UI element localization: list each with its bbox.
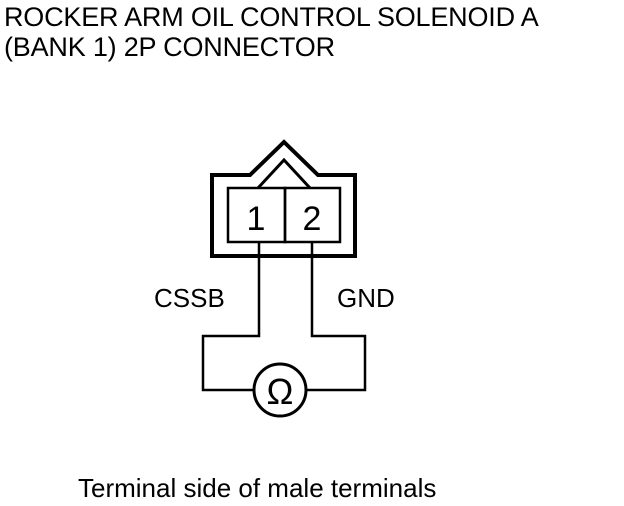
- terminal-1-signal-label: CSSB: [154, 283, 225, 313]
- diagram-caption: Terminal side of male terminals: [78, 473, 437, 503]
- connector-housing: [210, 139, 357, 258]
- title-line-2: (BANK 1) 2P CONNECTOR: [4, 32, 335, 62]
- terminal-2-signal-label: GND: [337, 283, 395, 313]
- diagram-title: ROCKER ARM OIL CONTROL SOLENOID A (BANK …: [4, 2, 539, 62]
- terminal-number-2: 2: [303, 200, 322, 238]
- terminal-number-1: 1: [247, 200, 266, 238]
- test-lead-terminal-2: [306, 242, 367, 392]
- ohm-symbol: Ω: [267, 371, 294, 412]
- test-lead-terminal-1: [201, 242, 261, 392]
- title-line-1: ROCKER ARM OIL CONTROL SOLENOID A: [4, 2, 539, 32]
- connector-lock-tab: [256, 157, 312, 190]
- ohmmeter-icon: [252, 362, 308, 418]
